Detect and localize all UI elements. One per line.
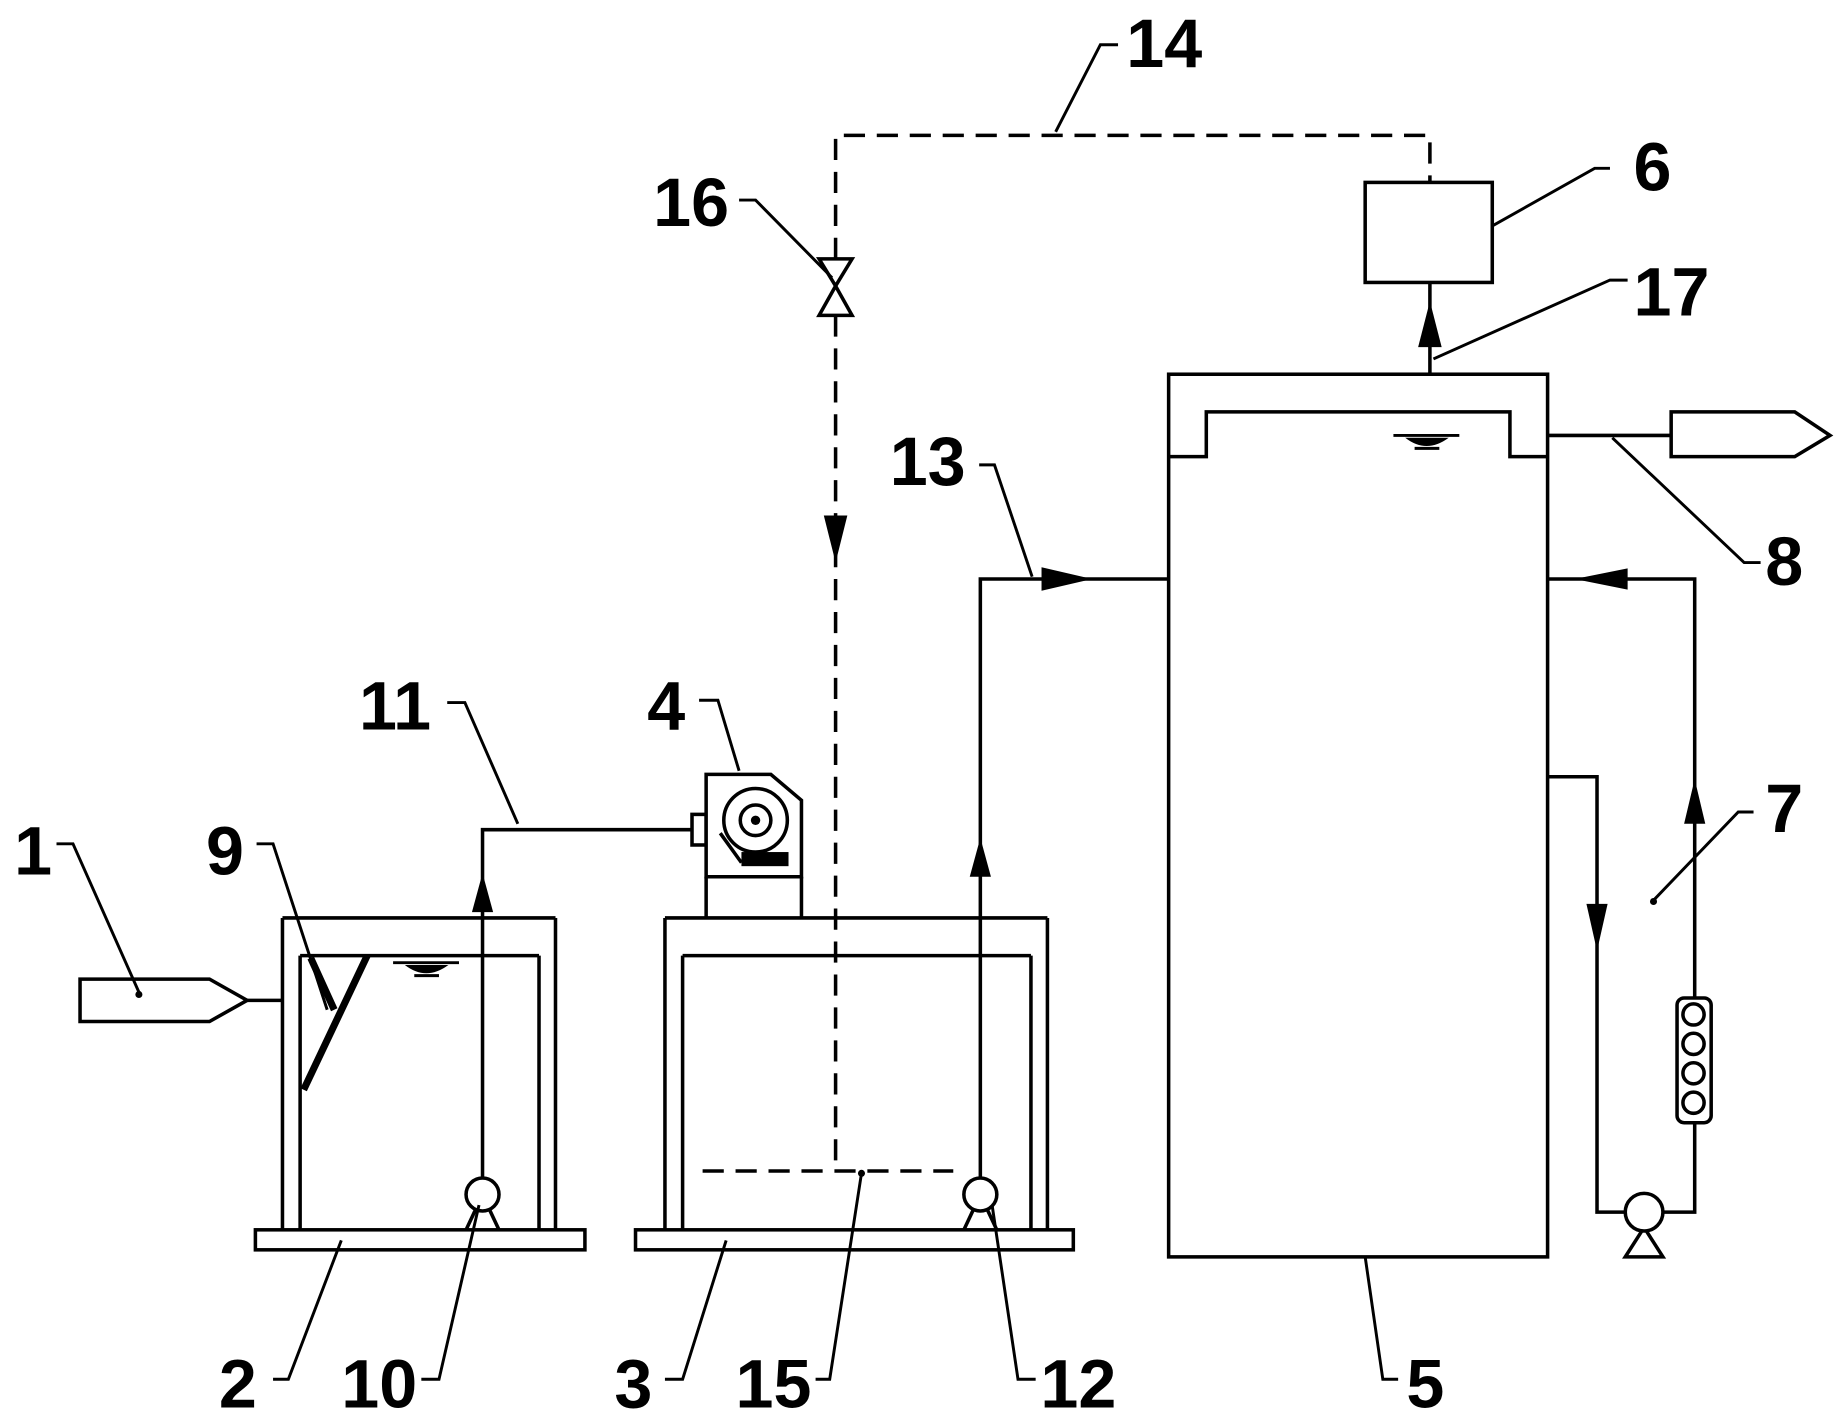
label-4: 4 (647, 669, 685, 745)
flow-arrow-up-icon (1418, 301, 1442, 348)
label-5: 5 (1406, 1347, 1444, 1423)
pump-10 (464, 1176, 501, 1231)
label-10: 10 (341, 1347, 417, 1423)
label-13: 13 (890, 424, 966, 500)
mixer-motor-4 (690, 772, 804, 918)
label-14: 14 (1126, 6, 1202, 82)
leader-line-12 (990, 1204, 1036, 1381)
flow-arrow-down-icon (1586, 903, 1608, 951)
flow-arrow-right-icon (1041, 567, 1093, 591)
tank-3 (633, 916, 1076, 1252)
water-level-symbol-tank-2 (393, 961, 459, 978)
label-7: 7 (1765, 771, 1803, 847)
leader-line-10 (421, 1204, 481, 1381)
label-3: 3 (614, 1347, 652, 1423)
inlet-nozzle-1 (78, 977, 283, 1024)
label-9: 9 (206, 813, 244, 889)
leader-line-8 (1611, 436, 1761, 565)
leader-line-3 (664, 1239, 728, 1381)
gas-outlet-arrow-17 (1418, 282, 1442, 375)
leader-line-4 (699, 698, 741, 772)
label-2: 2 (219, 1347, 257, 1423)
leader-line-13 (979, 463, 1034, 578)
leader-line-1 (56, 842, 141, 993)
label-12: 12 (1040, 1347, 1116, 1423)
recirculation-loop-7 (1547, 568, 1713, 1259)
tank-2 (253, 916, 587, 1252)
label-16: 16 (653, 165, 729, 241)
leader-line-7 (1652, 810, 1754, 902)
flow-arrow-up-icon (969, 837, 991, 877)
valve-16 (815, 257, 856, 318)
leader-line-17 (1432, 278, 1628, 361)
leader-line-16 (739, 198, 834, 279)
leader-line-9 (256, 842, 329, 1011)
label-8: 8 (1765, 524, 1803, 600)
leader-line-2 (273, 1239, 343, 1381)
gas-collector-6 (1363, 180, 1495, 285)
water-level-symbol-reactor-5 (1393, 433, 1460, 450)
leader-line-5 (1363, 1256, 1399, 1381)
leader-line-15 (815, 1173, 863, 1381)
dashed-return-line-14 (823, 133, 1432, 1171)
outlet-nozzle-8 (1547, 410, 1834, 459)
reactor-5 (1166, 372, 1550, 1259)
leader-line-14 (1054, 43, 1119, 133)
leader-line-11 (447, 701, 520, 825)
pipe-13 (969, 567, 1169, 1179)
flow-arrow-up-icon (471, 873, 494, 913)
circulation-pump-icon (1622, 1191, 1667, 1259)
label-11: 11 (359, 669, 431, 745)
leader-line-6 (1491, 166, 1610, 228)
baffle-9 (300, 954, 371, 1092)
flow-arrow-up-icon (1684, 779, 1706, 824)
leader-lines (56, 43, 1761, 1381)
flowmeter-icon (1675, 996, 1713, 1125)
flow-arrow-down-icon (823, 515, 848, 563)
reference-numerals: 1 2 3 4 5 6 7 8 9 10 11 12 13 14 15 16 1… (14, 6, 1803, 1422)
label-1: 1 (14, 813, 52, 889)
flow-arrow-left-icon (1574, 568, 1628, 590)
label-17: 17 (1634, 254, 1710, 330)
pipe-11 (471, 827, 693, 1179)
pump-12 (962, 1176, 999, 1231)
label-15: 15 (736, 1347, 812, 1423)
label-6: 6 (1634, 130, 1672, 206)
